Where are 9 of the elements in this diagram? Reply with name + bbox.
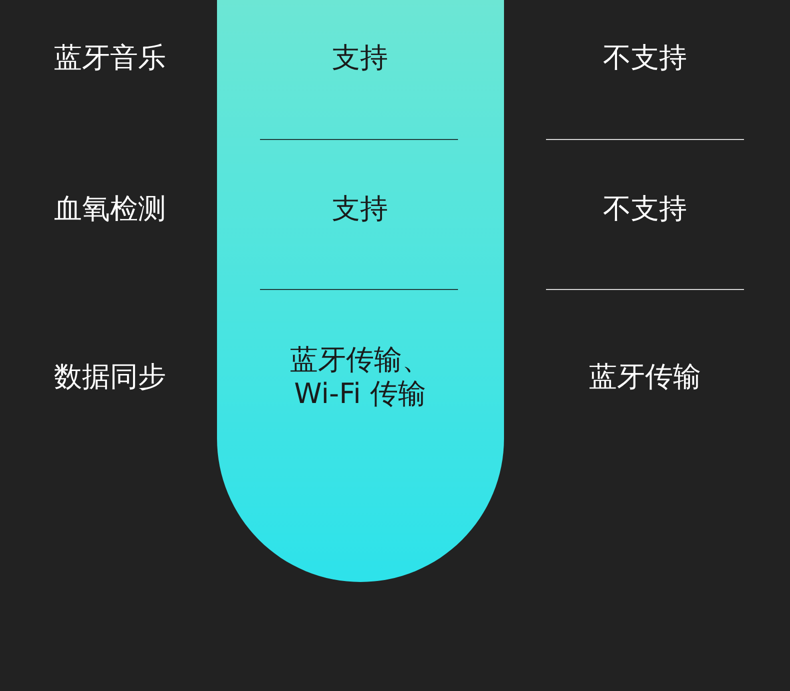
feature-name: 数据同步: [54, 360, 166, 394]
compared-value: 不支持: [603, 192, 687, 226]
feature-name: 蓝牙音乐: [54, 41, 166, 75]
compared-value: 蓝牙传输: [589, 360, 701, 394]
highlighted-value: 支持: [332, 192, 388, 226]
feature-name: 血氧检测: [54, 192, 166, 226]
highlighted-value: 支持: [332, 41, 388, 75]
compared-value: 不支持: [603, 41, 687, 75]
highlighted-value: 蓝牙传输、Wi-Fi 传输: [289, 343, 431, 411]
